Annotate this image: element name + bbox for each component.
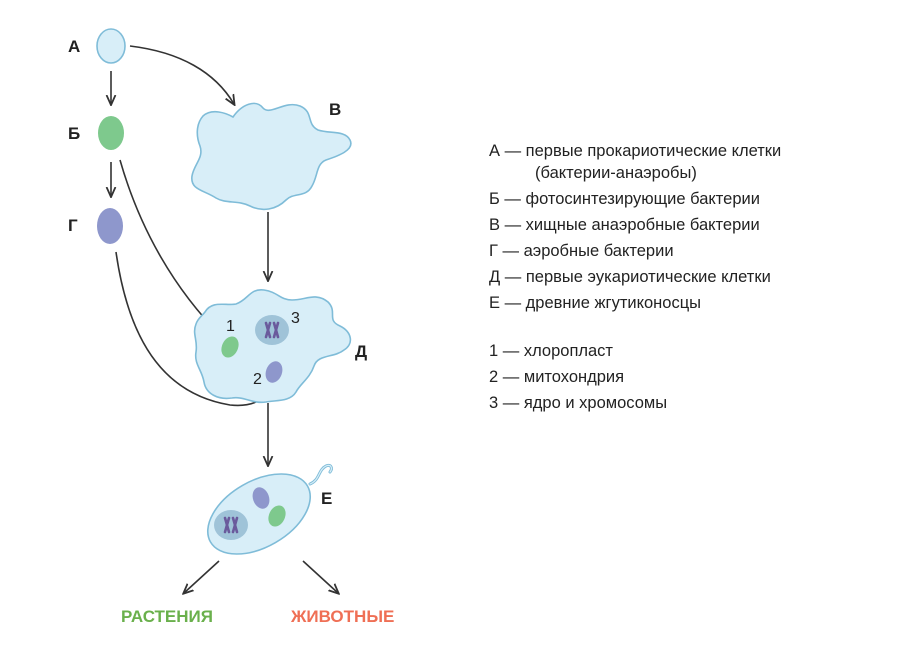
arrow-e-to-plants (184, 560, 220, 593)
outcome-plants: РАСТЕНИЯ (121, 607, 213, 626)
legend-item-v: В — хищные анаэробные бактерии (489, 216, 760, 234)
legend-item-a: А — первые прокариотические клетки (489, 142, 782, 160)
legend-organelle-1: 1 — хлоропласт (489, 342, 613, 360)
label-a: А (68, 37, 80, 56)
legend: А — первые прокариотические клетки (бакт… (489, 140, 889, 414)
legend-organelles: 1 — хлоропласт 2 — митохондрия 3 — ядро … (489, 340, 889, 414)
mitochondrion-e (252, 487, 270, 509)
flagellum-e-inner (309, 464, 332, 485)
chloroplast-e (268, 505, 286, 527)
organelle-number-2: 2 (253, 371, 262, 388)
legend-item-a-continuation: (бактерии-анаэробы) (535, 164, 697, 182)
legend-item-b: Б — фотосинтезирующие бактерии (489, 190, 760, 208)
mitochondrion-d (265, 361, 283, 383)
cell-d (193, 289, 352, 404)
legend-organelle-2: 2 — митохондрия (489, 368, 625, 386)
cell-v (191, 102, 352, 211)
arrow-a-to-v (129, 45, 234, 104)
label-v: В (329, 100, 341, 119)
legend-item-g: Г — аэробные бактерии (489, 242, 674, 260)
legend-item-d: Д — первые эукариотические клетки (489, 268, 771, 286)
nucleus-e (214, 510, 248, 540)
chromosomes-e (223, 516, 239, 534)
legend-organelle-3: 3 — ядро и хромосомы (489, 394, 668, 412)
flagellum-e (308, 464, 333, 486)
cell-e (206, 473, 312, 555)
outcome-animals: ЖИВОТНЫЕ (290, 607, 394, 626)
legend-item-e: Е — древние жгутиконосцы (489, 294, 702, 312)
legend-cells: А — первые прокариотические клетки (бакт… (489, 140, 889, 314)
label-e: Е (321, 489, 332, 508)
label-g: Г (68, 216, 78, 235)
label-b: Б (68, 124, 80, 143)
chloroplast-d (221, 336, 239, 358)
organelle-number-3: 3 (291, 310, 300, 327)
organelle-number-1: 1 (226, 318, 235, 335)
nucleus-d (255, 315, 289, 345)
cell-a (96, 28, 126, 64)
label-d: Д (355, 342, 367, 361)
chromosomes-d (264, 321, 280, 339)
arrow-e-to-animals (302, 560, 338, 593)
cell-g (97, 208, 123, 244)
cell-b (98, 116, 124, 150)
